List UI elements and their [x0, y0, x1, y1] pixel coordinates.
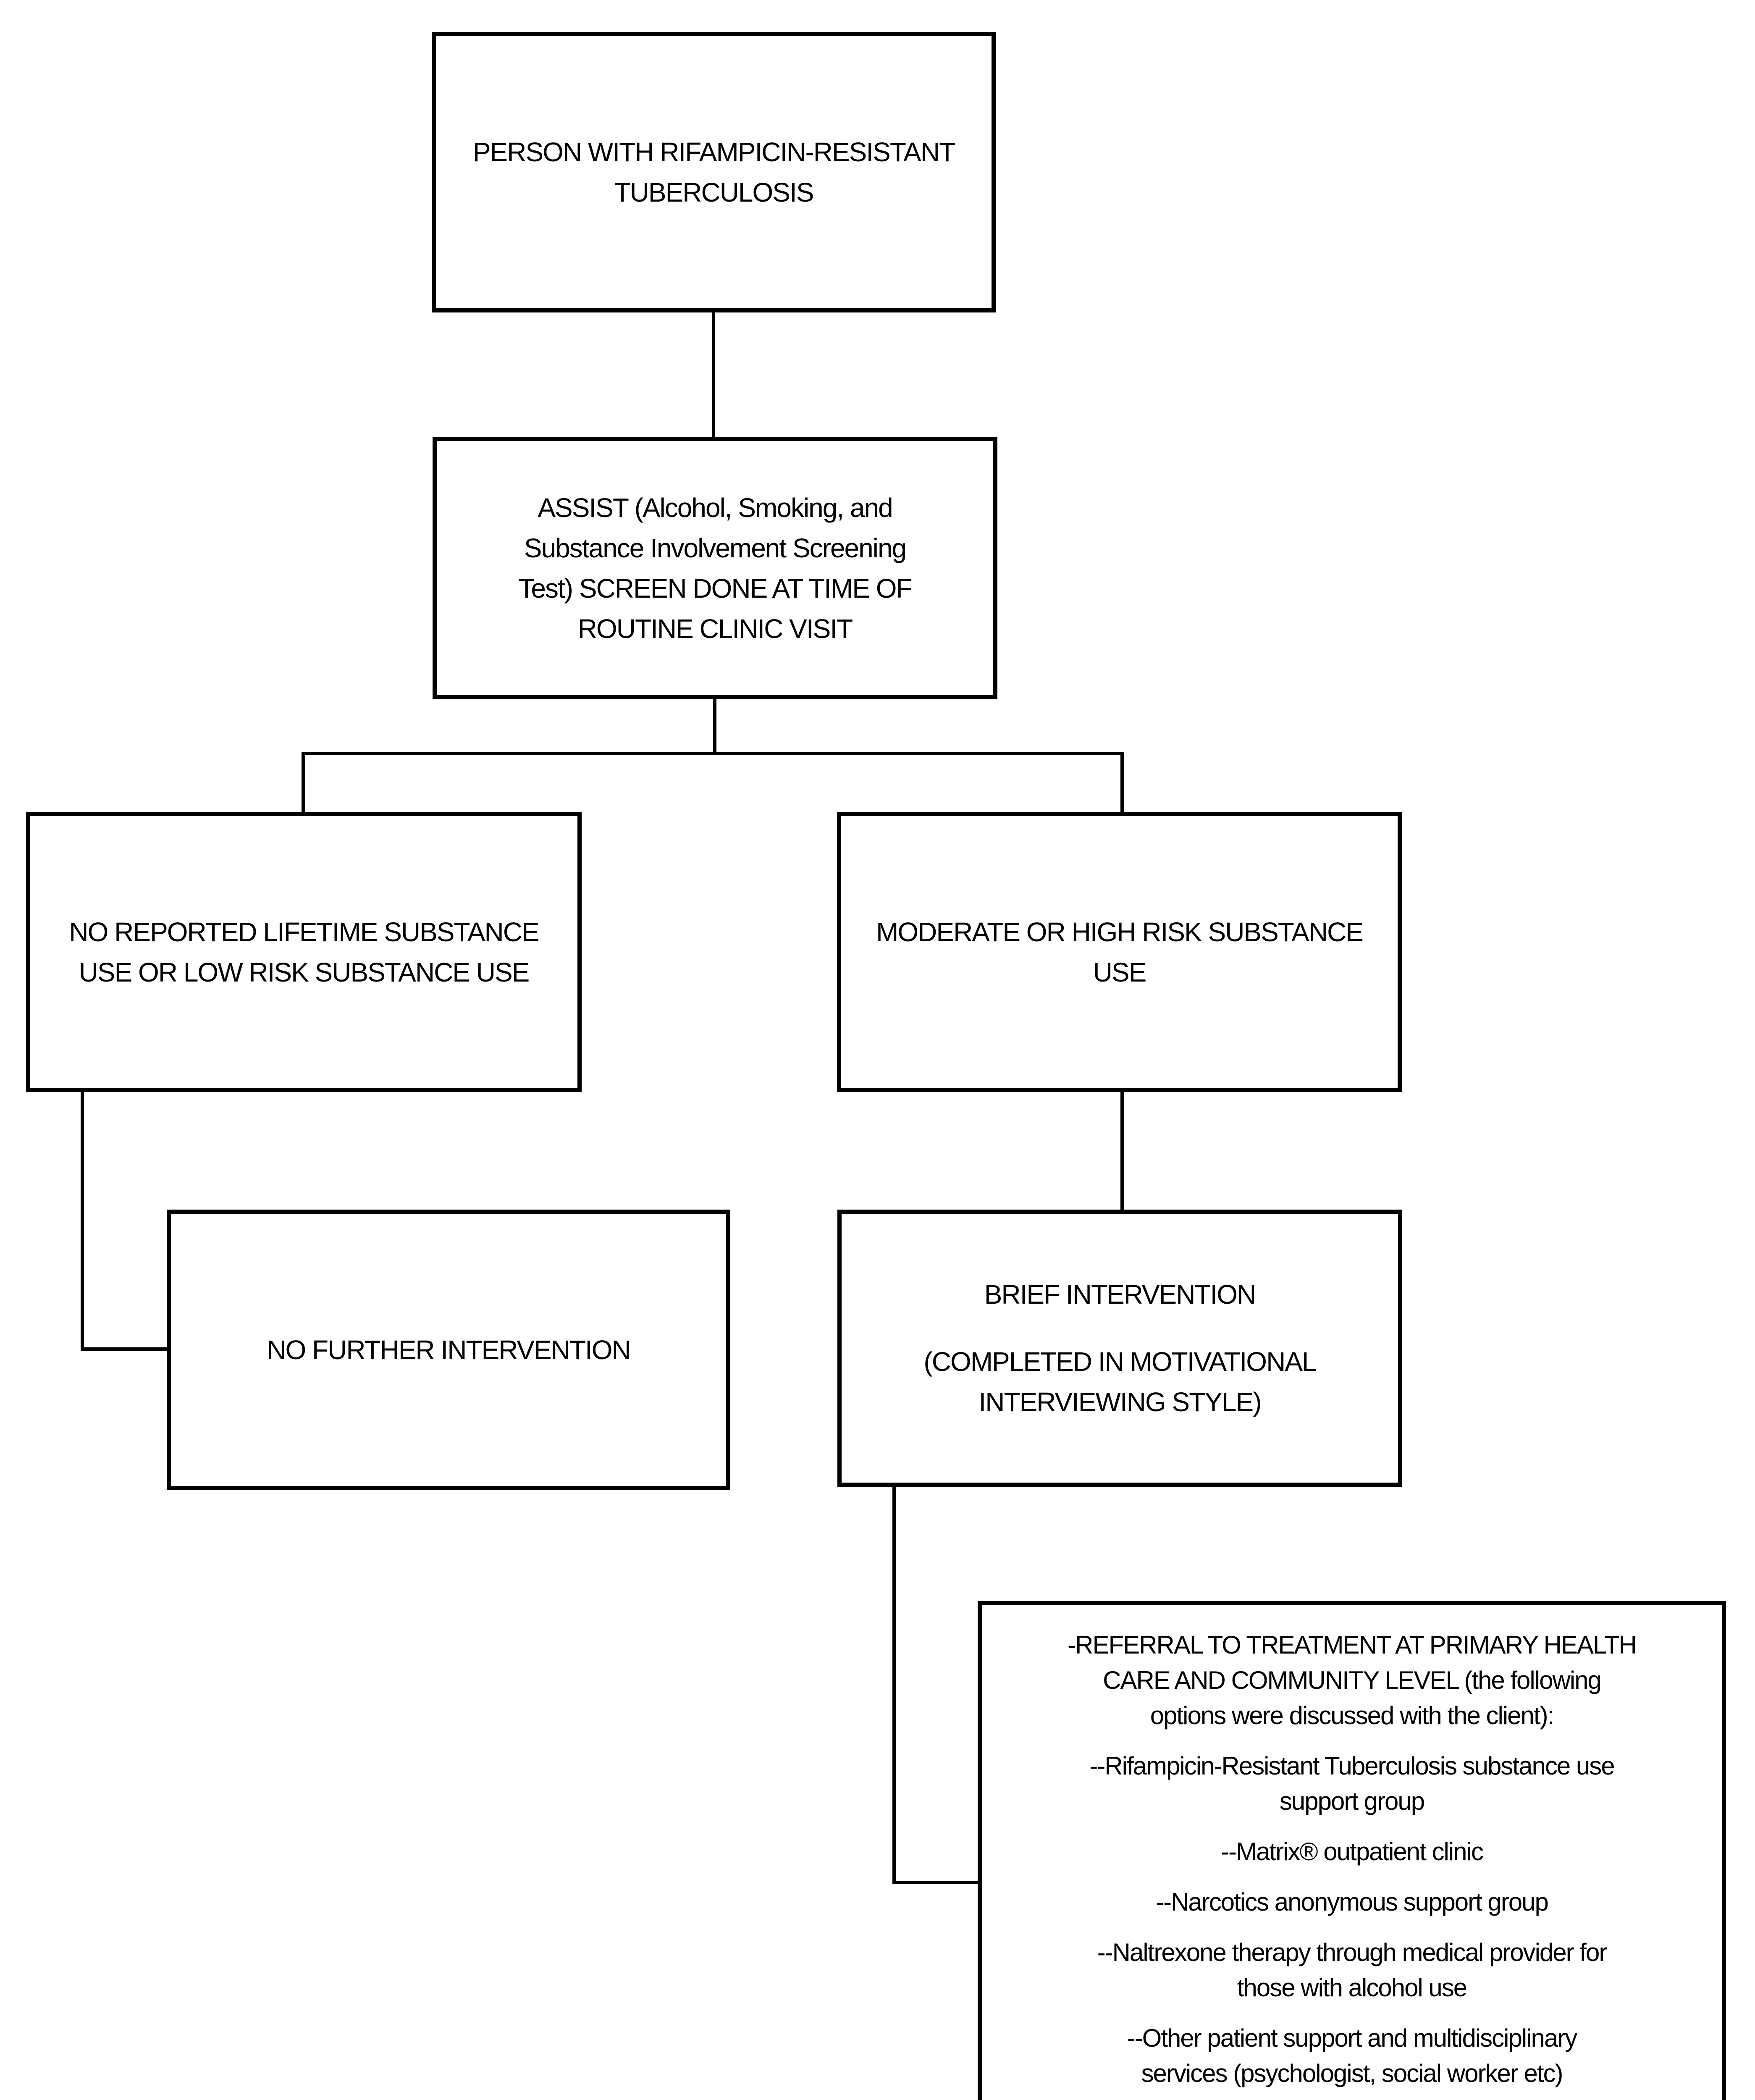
node-no-further-intervention: NO FURTHER INTERVENTION — [167, 1210, 730, 1490]
paragraph: --Naltrexone therapy through medical pro… — [1097, 1938, 1608, 2002]
node-referral-to-treatment: -REFERRAL TO TREATMENT AT PRIMARY HEALTH… — [978, 1601, 1726, 2100]
node-brief-intervention: BRIEF INTERVENTION (COMPLETED IN MOTIVATI… — [837, 1210, 1402, 1487]
node-brief-intervention-label: BRIEF INTERVENTION (COMPLETED IN MOTIVATI… — [852, 1274, 1388, 1422]
connector-branch-rail — [302, 752, 1124, 755]
paragraph: -REFERRAL TO TREATMENT AT PRIMARY HEALTH… — [1068, 1631, 1637, 1730]
paragraph: (COMPLETED IN MOTIVATIONAL INTERVIEWING … — [923, 1347, 1317, 1417]
connector-assist-stem — [713, 699, 716, 753]
node-no-or-low-risk-use: NO REPORTED LIFETIME SUBSTANCE USE OR LO… — [26, 812, 582, 1092]
connector-elbow-to-referral — [892, 1881, 979, 1884]
paragraph: BRIEF INTERVENTION — [984, 1279, 1257, 1310]
paragraph: --Rifampicin-Resistant Tuberculosis subs… — [1089, 1752, 1615, 1815]
node-assist-screen: ASSIST (Alcohol, Smoking, and Substance … — [433, 437, 997, 699]
node-assist-label: ASSIST (Alcohol, Smoking, and Substance … — [518, 492, 912, 644]
node-moderate-or-high-risk-use: MODERATE OR HIGH RISK SUBSTANCE USE — [837, 812, 1402, 1092]
node-referral-to-treatment-label: -REFERRAL TO TREATMENT AT PRIMARY HEALTH… — [999, 1628, 1705, 2100]
connector-elbow-to-no-further — [81, 1347, 168, 1351]
node-no-or-low-risk-use-label: NO REPORTED LIFETIME SUBSTANCE USE OR LO… — [69, 916, 539, 987]
connector-brief-down — [892, 1487, 896, 1884]
connector-no-use-down — [81, 1092, 84, 1351]
node-person-with-rr-tb: PERSON WITH RIFAMPICIN-RESISTANT TUBERCU… — [432, 32, 996, 312]
node-no-further-intervention-label: NO FURTHER INTERVENTION — [267, 1335, 631, 1365]
connector-moderate-to-brief — [1120, 1092, 1124, 1211]
node-person-label: PERSON WITH RIFAMPICIN-RESISTANT TUBERCU… — [472, 137, 955, 207]
connector-drop-to-no-use — [302, 752, 305, 814]
paragraph: --Matrix® outpatient clinic — [1221, 1838, 1484, 1866]
paragraph: --Narcotics anonymous support group — [1156, 1888, 1549, 1916]
paragraph: --Other patient support and multidiscipl… — [1127, 2024, 1578, 2087]
connector-person-to-assist — [712, 312, 715, 438]
connector-drop-to-moderate — [1120, 752, 1124, 814]
node-moderate-or-high-risk-use-label: MODERATE OR HIGH RISK SUBSTANCE USE — [876, 916, 1364, 987]
